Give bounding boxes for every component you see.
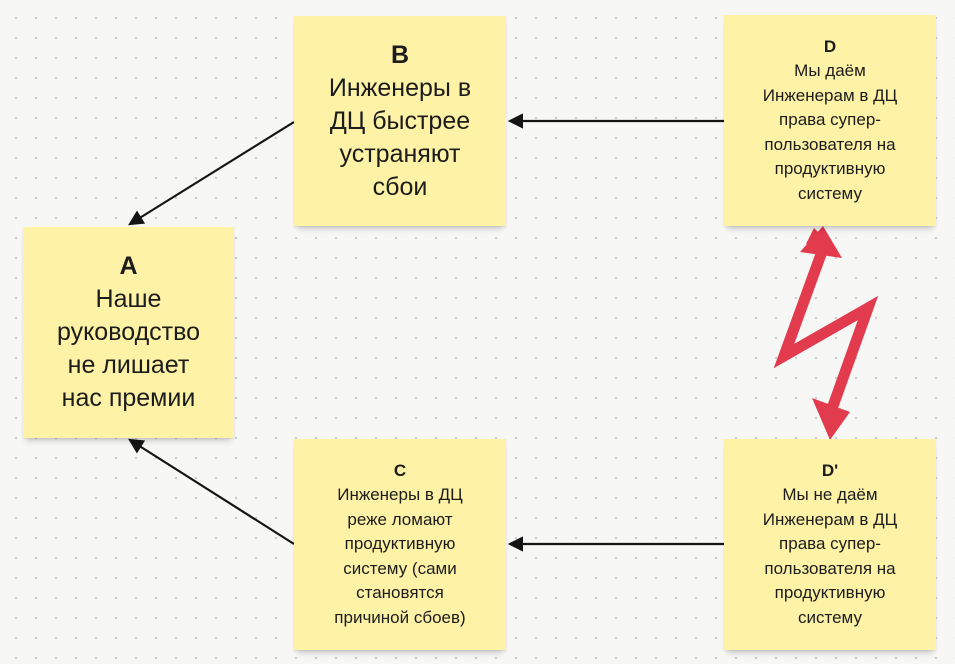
note-a[interactable]: A Наше руководство не лишает нас премии: [23, 227, 234, 438]
note-c-text: Инженеры в ДЦ реже ломают продуктивную с…: [334, 485, 466, 627]
note-d[interactable]: D Мы даём Инженерам в ДЦ права супер- по…: [724, 15, 936, 226]
note-a-text: Наше руководство не лишает нас премии: [56, 285, 201, 412]
note-c-letter: C: [393, 460, 407, 480]
note-d-prime-letter: D': [821, 460, 839, 480]
arrow-b-to-a[interactable]: [128, 121, 295, 226]
note-d-prime[interactable]: D' Мы не даём Инженерам в ДЦ права супер…: [724, 439, 936, 650]
note-d-text: Мы даём Инженерам в ДЦ права супер- поль…: [762, 61, 898, 203]
note-b-text: Инженеры в ДЦ быстрее устраняют сбои: [328, 73, 472, 201]
note-d-letter: D: [823, 36, 837, 56]
note-d-prime-text: Мы не даём Инженерам в ДЦ права супер- п…: [762, 485, 898, 627]
lightning-bolt-icon[interactable]: [773, 226, 879, 440]
note-b-letter: B: [390, 40, 410, 69]
note-b[interactable]: B Инженеры в ДЦ быстрее устраняют сбои: [294, 16, 506, 226]
note-c[interactable]: C Инженеры в ДЦ реже ломают продуктивную…: [294, 439, 506, 650]
arrow-c-to-a[interactable]: [128, 438, 295, 545]
note-a-letter: A: [119, 252, 138, 280]
